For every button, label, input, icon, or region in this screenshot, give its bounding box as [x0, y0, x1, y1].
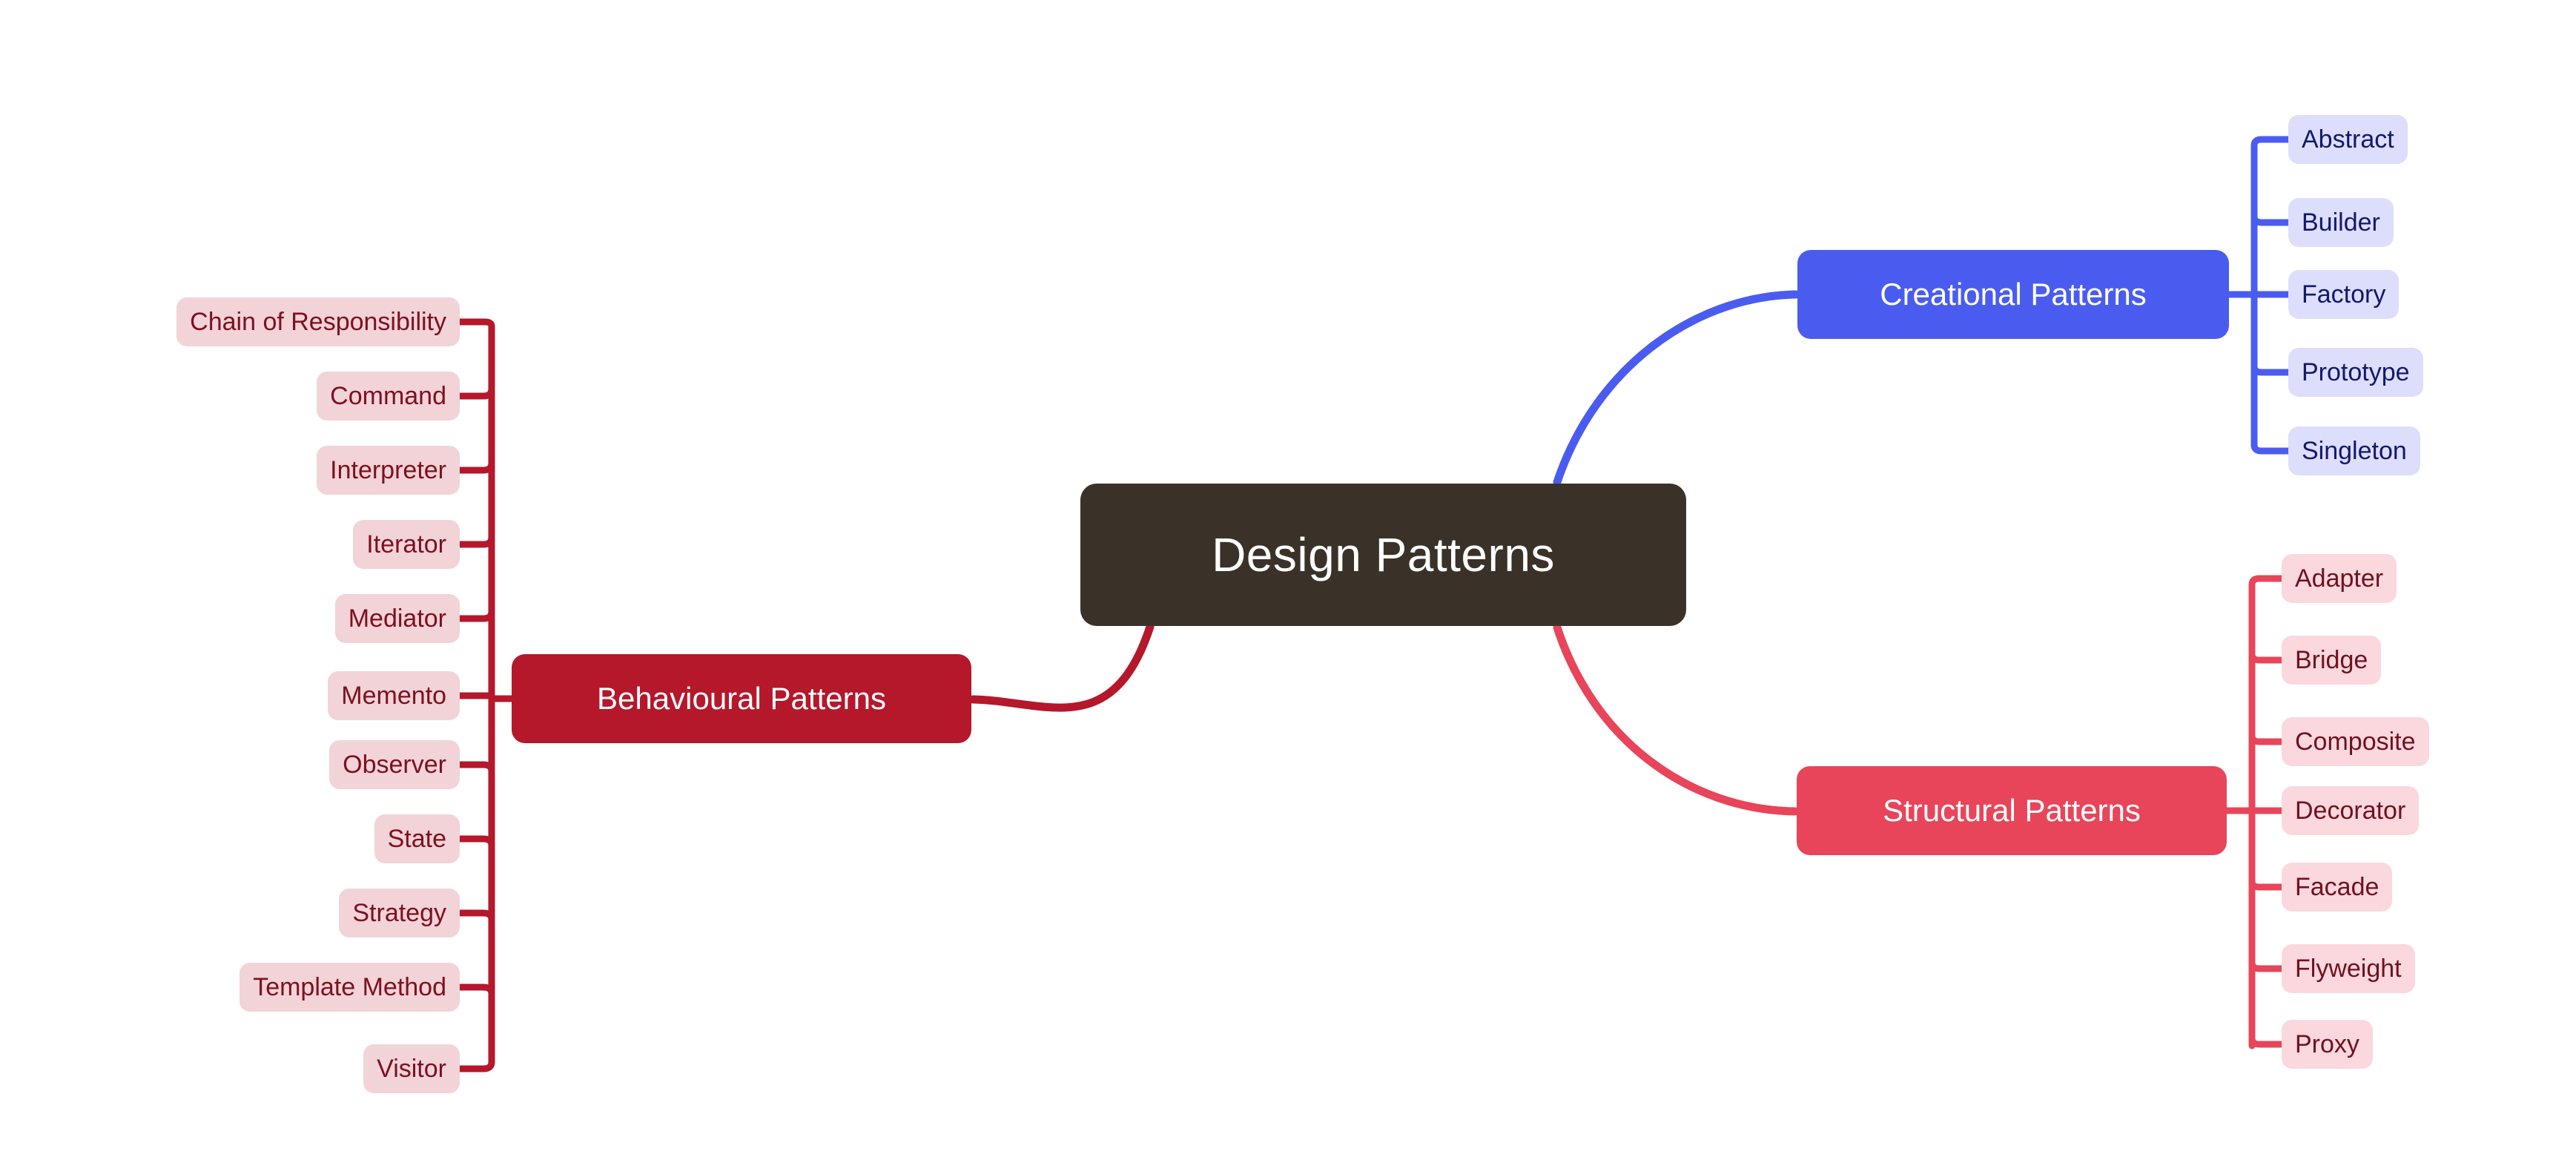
edge-structural-leaf-1 [2248, 643, 2285, 664]
leaf-label: Iterator [366, 530, 446, 558]
leaf-label: Builder [2302, 208, 2380, 237]
leaf-chain-of-responsibility[interactable]: Chain of Responsibility [176, 297, 460, 346]
edge-structural-leaf-6 [2248, 1027, 2285, 1048]
leaf-label: Flyweight [2295, 954, 2402, 983]
leaf-adapter[interactable]: Adapter [2282, 554, 2397, 603]
leaf-label: Adapter [2295, 564, 2384, 593]
edge-structural-leaf-4 [2248, 870, 2285, 891]
leaf-label: Facade [2295, 872, 2380, 901]
branch-node-behavioural-label: Behavioural Patterns [597, 681, 886, 716]
leaf-label: Template Method [253, 972, 446, 1001]
branch-node-creational-label: Creational Patterns [1880, 277, 2147, 312]
edge-structural-leaf-0 [2248, 575, 2285, 596]
edge-root-creational [1553, 290, 1800, 487]
leaf-builder[interactable]: Builder [2288, 198, 2394, 247]
leaf-label: Factory [2302, 280, 2386, 309]
branch-node-behavioural[interactable]: Behavioural Patterns [512, 654, 971, 743]
edge-structural-leaf-2 [2248, 725, 2285, 745]
leaf-mediator[interactable]: Mediator [334, 594, 460, 643]
edge-creational-leaf-0 [2250, 136, 2292, 156]
leaf-flyweight[interactable]: Flyweight [2282, 944, 2415, 993]
leaf-command[interactable]: Command [317, 372, 460, 421]
leaf-strategy[interactable]: Strategy [339, 889, 460, 937]
leaf-singleton[interactable]: Singleton [2288, 426, 2420, 475]
leaf-label: Visitor [377, 1054, 446, 1083]
edge-behavioural-leaf-1 [456, 376, 495, 400]
leaf-visitor[interactable]: Visitor [363, 1044, 460, 1093]
leaf-state[interactable]: State [374, 814, 460, 863]
edge-behavioural-leaf-8 [456, 909, 495, 932]
edge-behavioural-leaf-7 [456, 835, 495, 858]
leaf-factory[interactable]: Factory [2288, 270, 2400, 319]
leaf-label: Strategy [352, 898, 446, 927]
leaf-label: Prototype [2302, 357, 2410, 386]
leaf-abstract[interactable]: Abstract [2288, 115, 2408, 164]
leaf-label: Observer [343, 750, 446, 779]
leaf-prototype[interactable]: Prototype [2288, 348, 2423, 397]
leaf-template-method[interactable]: Template Method [240, 963, 460, 1012]
root-node[interactable]: Design Patterns [1080, 484, 1686, 626]
leaf-label: Proxy [2295, 1029, 2359, 1058]
branch-node-structural[interactable]: Structural Patterns [1797, 766, 2227, 855]
edge-behavioural-leaf-10 [456, 1049, 495, 1072]
leaf-memento[interactable]: Memento [328, 671, 460, 720]
edge-behavioural-leaf-2 [456, 450, 495, 474]
leaf-label: Decorator [2295, 796, 2406, 825]
edge-creational-leaf-1 [2250, 205, 2292, 226]
leaf-observer[interactable]: Observer [329, 740, 460, 789]
leaf-label: Bridge [2295, 645, 2368, 674]
leaf-composite[interactable]: Composite [2282, 717, 2429, 766]
edge-structural-leaf-5 [2248, 952, 2285, 972]
leaf-label: Memento [341, 681, 446, 710]
leaf-label: Composite [2295, 727, 2416, 756]
leaf-label: Singleton [2302, 436, 2407, 465]
root-node-label: Design Patterns [1212, 528, 1555, 581]
edge-behavioural-leaf-9 [456, 983, 495, 1006]
leaf-interpreter[interactable]: Interpreter [317, 446, 460, 495]
edge-behavioural-leaf-4 [456, 599, 495, 622]
leaf-label: Interpreter [330, 455, 446, 484]
edge-root-behavioural [968, 622, 1155, 712]
leaf-label: Mediator [348, 604, 446, 633]
edge-root-structural [1553, 623, 1800, 816]
leaf-label: Command [330, 381, 446, 410]
edge-behavioural-leaf-6 [456, 761, 495, 784]
leaf-bridge[interactable]: Bridge [2282, 636, 2382, 685]
leaf-iterator[interactable]: Iterator [353, 520, 460, 569]
branch-node-creational[interactable]: Creational Patterns [1797, 250, 2229, 339]
leaf-decorator[interactable]: Decorator [2282, 786, 2420, 835]
leaf-label: State [387, 824, 446, 853]
edge-creational-leaf-3 [2250, 355, 2292, 376]
branch-node-structural-label: Structural Patterns [1883, 793, 2141, 828]
edge-creational-leaf-4 [2250, 434, 2292, 455]
leaf-label: Abstract [2302, 125, 2394, 154]
edge-behavioural-leaf-0 [456, 318, 495, 346]
leaf-proxy[interactable]: Proxy [2282, 1020, 2373, 1069]
edge-behavioural-leaf-3 [456, 524, 495, 548]
leaf-facade[interactable]: Facade [2282, 863, 2393, 912]
leaf-label: Chain of Responsibility [190, 307, 446, 336]
